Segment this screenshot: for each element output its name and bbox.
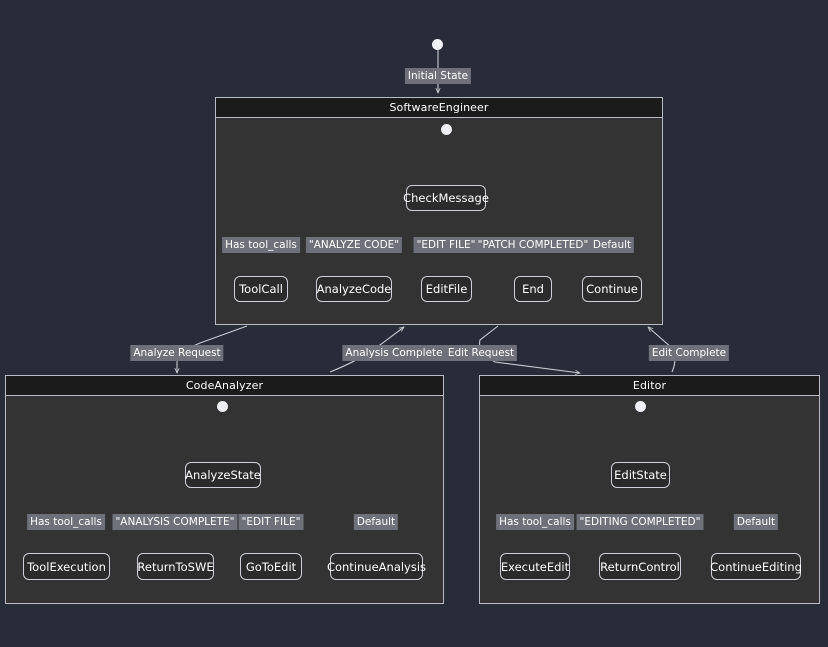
- edge-label-ca-has-tool-calls: Has tool_calls: [27, 514, 105, 530]
- edge-label-ca-default: Default: [353, 514, 399, 530]
- start-node-code-analyzer[interactable]: [217, 401, 228, 412]
- edge-label-ed-editing-completed: "EDITING COMPLETED": [576, 514, 704, 530]
- node-edit-state[interactable]: EditState: [611, 462, 670, 488]
- edge-label-ca-edit-file: "EDIT FILE": [238, 514, 304, 530]
- initial-state-node[interactable]: [432, 39, 443, 50]
- node-tool-execution[interactable]: ToolExecution: [23, 553, 110, 580]
- edge-label-swe-analyze-code: "ANALYZE CODE": [305, 237, 403, 253]
- node-continue-editing[interactable]: ContinueEditing: [710, 553, 802, 580]
- start-node-editor[interactable]: [635, 401, 646, 412]
- cluster-title-editor: Editor: [632, 379, 667, 392]
- edge-label-analysis-complete: Analysis Complete: [342, 345, 446, 361]
- cluster-title-software-engineer: SoftwareEngineer: [389, 101, 489, 114]
- edge-label-ed-has-tool-calls: Has tool_calls: [496, 514, 574, 530]
- edge-label-swe-patch-completed: "PATCH COMPLETED": [474, 237, 592, 253]
- node-edit-file[interactable]: EditFile: [421, 276, 472, 302]
- node-execute-edit[interactable]: ExecuteEdit: [500, 553, 570, 580]
- node-check-message[interactable]: CheckMessage: [403, 185, 489, 211]
- edge-label-analyze-request: Analyze Request: [130, 345, 224, 361]
- start-node-software-engineer[interactable]: [441, 124, 452, 135]
- node-tool-call[interactable]: ToolCall: [234, 276, 288, 302]
- node-analyze-code[interactable]: AnalyzeCode: [316, 276, 392, 302]
- edge-label-edit-complete: Edit Complete: [648, 345, 730, 361]
- edge-label-swe-has-tool-calls: Has tool_calls: [222, 237, 300, 253]
- node-go-to-edit[interactable]: GoToEdit: [240, 553, 302, 580]
- edge-label-edit-request: Edit Request: [444, 345, 518, 361]
- node-return-control[interactable]: ReturnControl: [599, 553, 681, 580]
- edge-label-initial-state: Initial State: [404, 68, 472, 84]
- node-continue-analysis[interactable]: ContinueAnalysis: [327, 553, 426, 580]
- edge-label-ed-default: Default: [733, 514, 779, 530]
- cluster-title-code-analyzer: CodeAnalyzer: [185, 379, 264, 392]
- node-analyze-state[interactable]: AnalyzeState: [185, 462, 261, 488]
- edge-label-ca-analysis-complete: "ANALYSIS COMPLETE": [112, 514, 238, 530]
- node-continue[interactable]: Continue: [582, 276, 642, 302]
- edge-label-swe-default: Default: [589, 237, 635, 253]
- node-return-to-swe[interactable]: ReturnToSWE: [137, 553, 214, 580]
- edge-label-swe-edit-file: "EDIT FILE": [413, 237, 479, 253]
- cluster-header-editor: Editor: [480, 376, 819, 396]
- cluster-header-code-analyzer: CodeAnalyzer: [6, 376, 443, 396]
- cluster-header-software-engineer: SoftwareEngineer: [216, 98, 662, 118]
- node-end[interactable]: End: [514, 276, 552, 302]
